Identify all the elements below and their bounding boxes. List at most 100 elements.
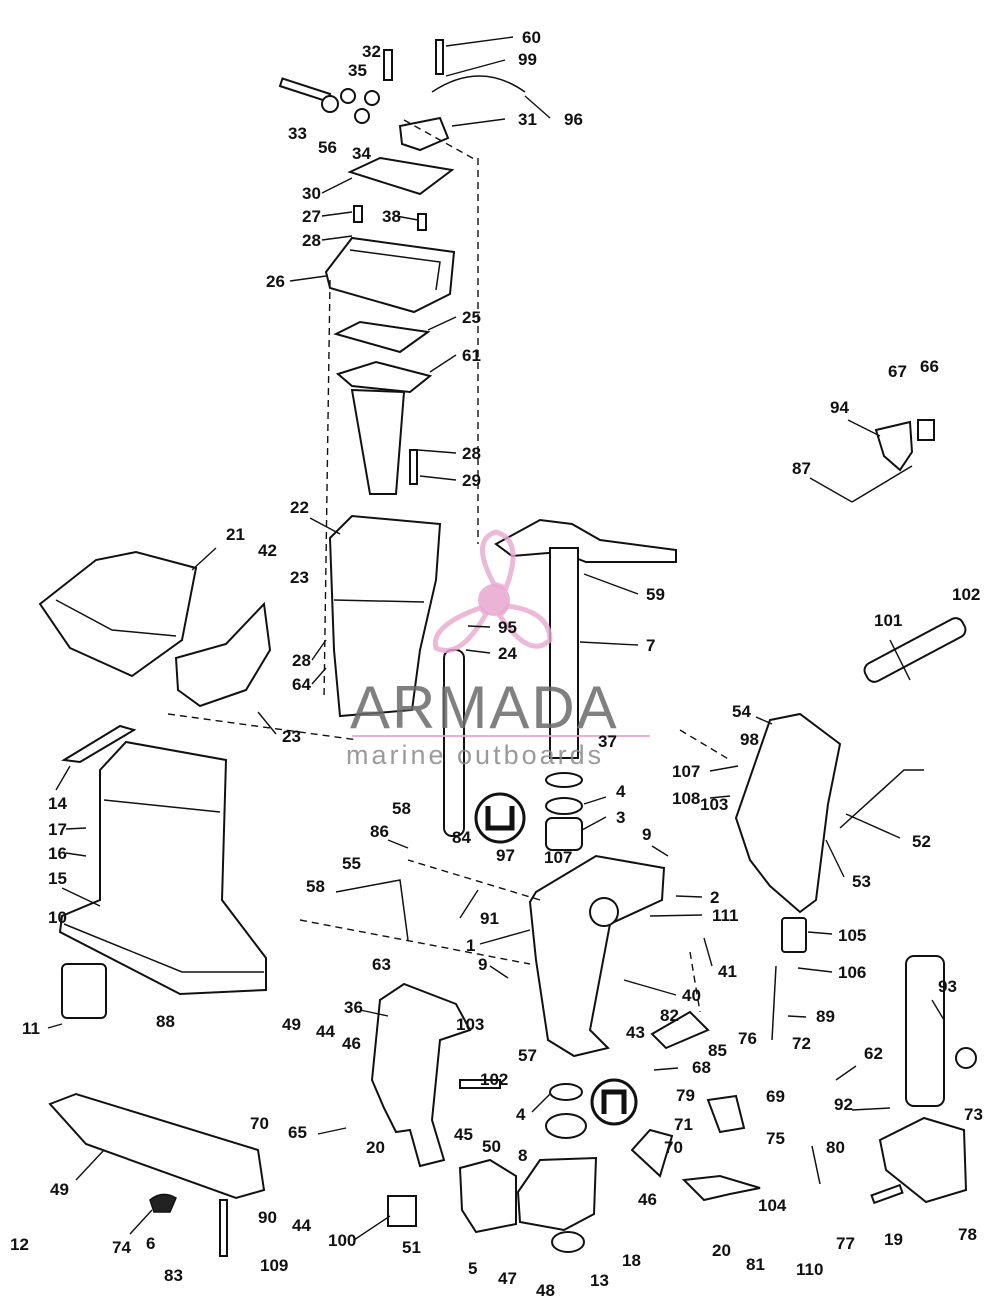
part-number-label: 88 [156, 1012, 175, 1031]
leader-line [703, 937, 713, 967]
leader-line [787, 1015, 807, 1018]
leader-line [479, 929, 531, 945]
part-number-label: 97 [496, 846, 515, 865]
part-number-label: 107 [544, 848, 572, 867]
leader-line [755, 716, 773, 725]
leader-line [417, 449, 457, 454]
part-number-label: 44 [316, 1022, 335, 1041]
part-number-label: 16 [48, 844, 67, 863]
bolt-60 [435, 39, 444, 75]
watermark-blade-3 [496, 603, 553, 649]
part-number-label: 43 [626, 1023, 645, 1042]
part-number-label: 61 [462, 346, 481, 365]
part-number-label: 2 [710, 888, 719, 907]
spring-89 [771, 965, 777, 1041]
bolt-50 [459, 1079, 501, 1089]
part-number-label: 22 [290, 498, 309, 517]
leader-line [55, 765, 71, 791]
bolt-29 [409, 449, 418, 485]
part-number-label: 56 [318, 138, 337, 157]
cover-21 [38, 550, 198, 678]
part-number-label: 62 [864, 1044, 883, 1063]
leader-line [467, 625, 491, 628]
link-85 [706, 1094, 746, 1134]
part-number-label: 28 [462, 444, 481, 463]
part-number-label: 65 [288, 1123, 307, 1142]
part-number-label: 19 [884, 1230, 903, 1249]
part-number-label: 103 [456, 1015, 484, 1034]
part-number-label: 75 [766, 1129, 785, 1148]
stern-bracket-54 [734, 712, 842, 914]
block-105 [781, 917, 807, 953]
bracket-96 [431, 75, 526, 93]
leader-line [451, 118, 506, 127]
leader-line [65, 827, 87, 830]
link-79 [630, 1128, 674, 1178]
part-number-label: 27 [302, 207, 321, 226]
leader-line [419, 475, 457, 481]
gasket-25 [333, 320, 431, 354]
leader-line [651, 845, 669, 857]
part-number-label: 105 [838, 926, 866, 945]
part-number-label: 4 [616, 782, 626, 801]
strip-14 [61, 724, 137, 764]
part-number-label: 42 [258, 541, 277, 560]
part-number-label: 80 [826, 1138, 845, 1157]
part-number-label: 95 [498, 618, 517, 637]
part-number-label: 17 [48, 820, 67, 839]
washer-34b [364, 90, 380, 106]
leader-line [321, 177, 353, 194]
screw-27 [353, 205, 363, 223]
part-number-label: 82 [660, 1006, 679, 1025]
part-number-label: 58 [392, 799, 411, 818]
leader-line [395, 215, 419, 221]
leader-line [317, 1127, 347, 1135]
leader-line [847, 419, 881, 437]
part-number-label: 37 [598, 732, 617, 751]
part-number-label: 7 [646, 636, 655, 655]
part-number-label: 54 [732, 702, 751, 721]
bushing-3 [545, 817, 583, 851]
knob-66 [917, 419, 935, 441]
part-number-label: 9 [642, 825, 651, 844]
part-number-label: 87 [792, 459, 811, 478]
washer-98 [545, 772, 583, 788]
assembly-lines [167, 119, 731, 1013]
leader-line [524, 95, 551, 119]
lever-81 [681, 1174, 761, 1202]
leader-line [931, 999, 945, 1021]
part-number-label: 103 [700, 795, 728, 814]
leader-line [797, 967, 833, 973]
leader-line [191, 547, 217, 571]
drive-shaft-housing-15 [58, 740, 267, 996]
leader-line [309, 517, 341, 535]
part-number-label: 53 [852, 872, 871, 891]
symbol-icons [474, 792, 638, 1126]
part-number-label: 78 [958, 1225, 977, 1244]
pivot-1 [589, 897, 619, 927]
leader-line [709, 765, 739, 772]
part-number-label: 72 [792, 1034, 811, 1053]
leader-line [583, 573, 639, 595]
watermark-blade-2 [432, 605, 490, 653]
part-number-label: 67 [888, 362, 907, 381]
parts-layer [38, 39, 977, 1257]
part-number-label: 104 [758, 1196, 787, 1215]
leader-line [65, 852, 87, 857]
part-number-label: 45 [454, 1125, 473, 1144]
leader-line [809, 477, 853, 503]
washer-56 [321, 95, 339, 113]
gasket-30 [347, 156, 455, 196]
plate-82 [650, 1010, 710, 1050]
leader-line [709, 795, 731, 799]
watermark-propeller-hub [478, 584, 510, 616]
grease-symbol-icon-1 [474, 792, 526, 844]
nut-13 [551, 1231, 585, 1253]
clamp-12 [516, 1156, 598, 1232]
bolt-32 [383, 49, 393, 81]
leader-line [825, 839, 845, 878]
leader-line [427, 316, 457, 331]
part-number-label: 32 [362, 42, 381, 61]
leader-line [61, 887, 101, 907]
leader-line [311, 667, 327, 685]
